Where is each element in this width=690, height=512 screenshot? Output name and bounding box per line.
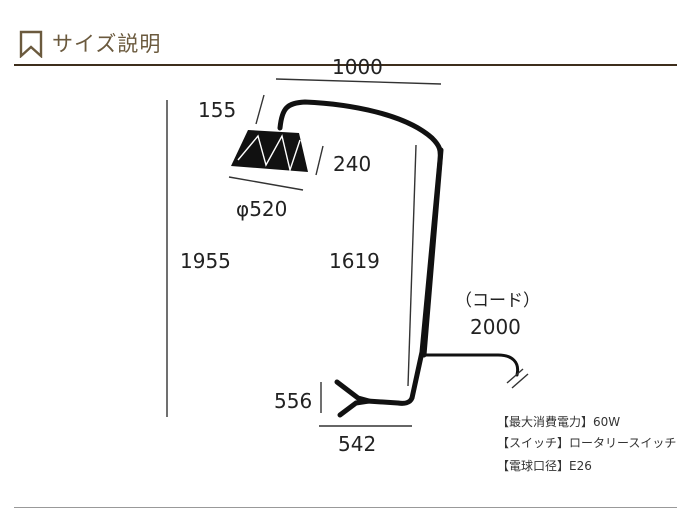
arm-width-line	[275, 78, 442, 85]
cord-length-label: 2000	[470, 315, 521, 339]
shade-diameter-label: φ520	[236, 197, 287, 221]
lamp-base	[334, 379, 372, 418]
cord-type-label: （コード）	[455, 291, 540, 311]
pole-height-label: 1619	[329, 249, 380, 273]
spec-switch: 【スイッチ】ロータリースイッチ	[497, 436, 676, 450]
shade-diameter-line	[228, 176, 304, 191]
cord-break-mark-1	[506, 368, 524, 384]
section-header: サイズ説明	[0, 0, 690, 70]
lamp-cord	[423, 353, 520, 377]
shade-offset-tick	[255, 94, 265, 125]
bookmark-icon	[19, 30, 43, 58]
footer-divider	[14, 507, 677, 508]
total-height-label: 1955	[180, 249, 231, 273]
pole-height-line	[407, 144, 417, 387]
lamp-shade	[231, 130, 308, 173]
shade-offset-label: 155	[198, 98, 236, 122]
lamp-arm	[277, 99, 443, 406]
shade-height-label: 240	[333, 152, 371, 176]
base-width-label: 542	[338, 432, 376, 456]
cord-break-mark-2	[511, 373, 529, 389]
shade-height-tick	[315, 145, 324, 176]
header-divider	[14, 64, 677, 66]
spec-socket: 【電球口径】E26	[497, 459, 592, 473]
lamp-pole-inner	[421, 147, 444, 358]
arm-width-label: 1000	[332, 55, 383, 79]
spec-power: 【最大消費電力】60W	[497, 414, 620, 429]
base-height-label: 556	[274, 389, 312, 413]
page-title: サイズ説明	[52, 32, 162, 56]
